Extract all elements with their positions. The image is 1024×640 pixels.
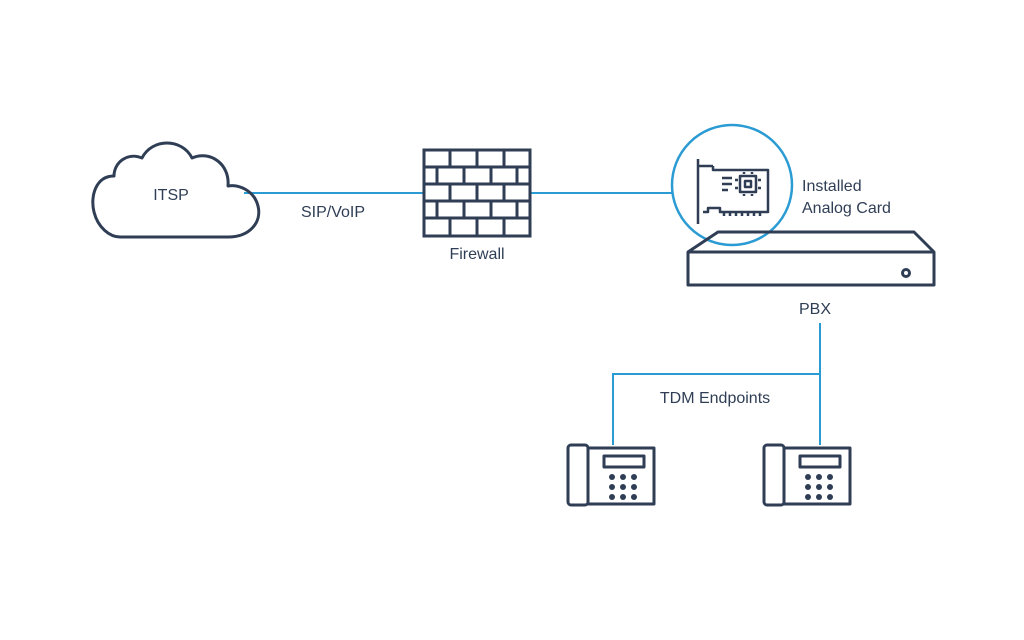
firewall-label: Firewall (449, 246, 505, 263)
tdm-endpoints-label: TDM Endpoints (659, 390, 771, 407)
edge-pbx-endpoints (612, 323, 821, 445)
analog-card-label-line2: Analog Card (802, 200, 891, 217)
cloud-icon (91, 141, 261, 239)
brick-wall-icon (422, 148, 532, 238)
desk-phone-left-icon (566, 443, 656, 507)
connection-lines (244, 192, 821, 445)
desk-phone-right-icon (762, 443, 852, 507)
pbx-label: PBX (798, 301, 832, 318)
sip-voip-edge-label: SIP/VoIP (300, 204, 366, 221)
server-box-icon (686, 230, 936, 287)
analog-card-label-line1: Installed (802, 178, 862, 195)
itsp-label: ITSP (153, 187, 189, 204)
pci-card-icon (670, 123, 794, 247)
